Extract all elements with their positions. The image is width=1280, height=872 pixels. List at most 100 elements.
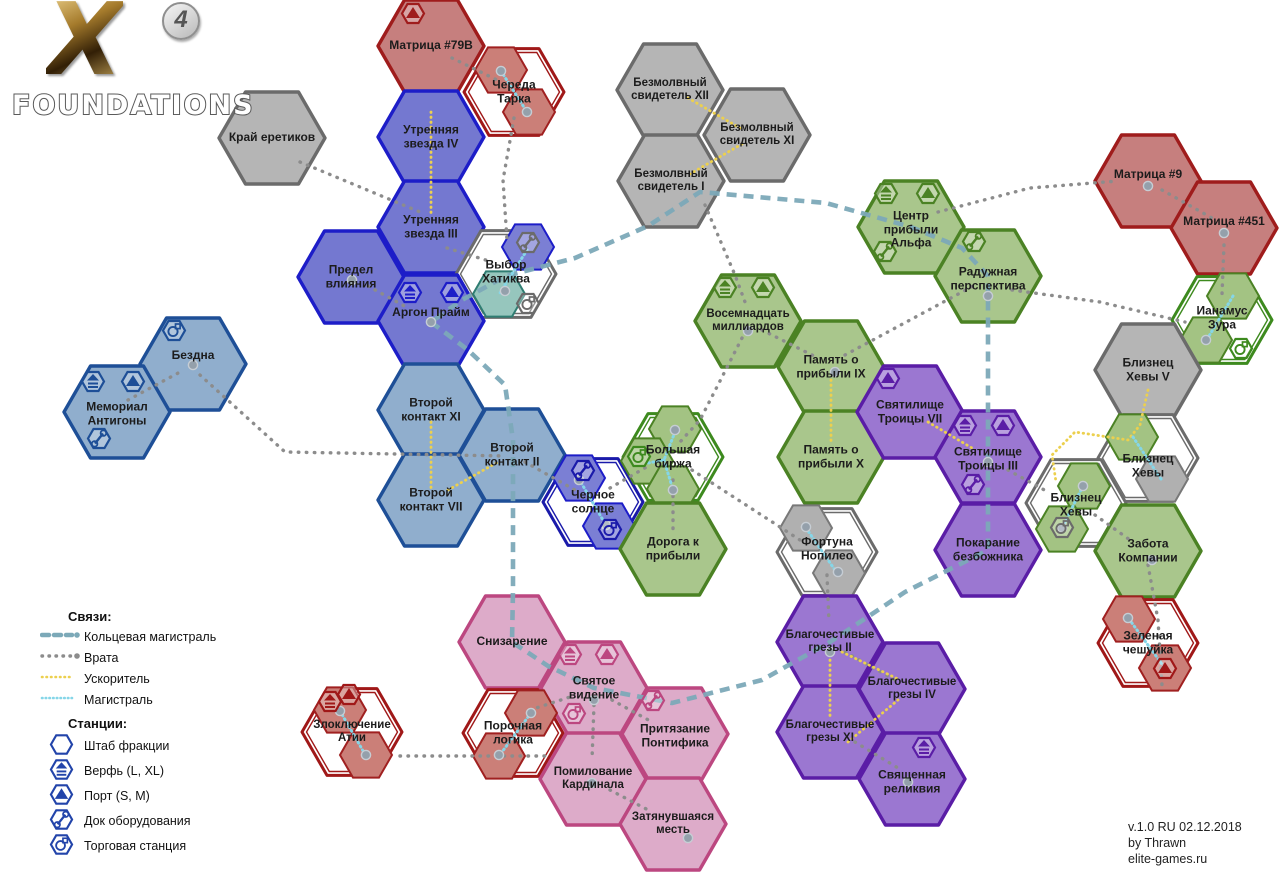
legend-link-gate: Врата [40,647,270,668]
gate-line [126,370,182,402]
sector-hex-blagochestivye-grezy-11 [775,684,885,780]
accelerator-line [846,698,900,744]
gate-node [982,456,994,468]
gate-line [1220,243,1226,297]
legend-station-hq: Штаб фракции [40,733,270,758]
gate-node [334,705,346,717]
gate-line-sample [40,650,82,665]
legend-link-accel: Ускоритель [40,668,270,689]
gate-line [610,698,654,724]
gate-node [495,65,507,77]
gate-line [298,160,422,214]
legend-links-header: Связи: [68,609,112,624]
hq-icon [40,732,82,760]
gate-line [523,460,577,492]
wharf-icon [40,782,82,810]
accelerator-line [446,460,500,492]
trade-icon [40,832,82,860]
sector-hex-snizarenie [457,594,567,690]
dock-icon [40,807,82,835]
map-credits: v.1.0 RU 02.12.2018 by Thrawn elite-game… [1128,820,1242,867]
legend-station-dock: Док оборудования [40,808,270,833]
logo-4-badge: 4 [162,2,200,40]
gate-node [902,776,914,788]
gate-node [667,484,679,496]
gate-node [573,474,585,486]
gate-line [450,56,499,82]
sector-hex-kray-eretikov [217,90,327,186]
gate-line [608,463,652,490]
legend-station-label: Порт (S, M) [84,788,150,803]
accelerator-line [926,420,974,450]
x4-logo: X 4 FOUNDATIONS [11,0,255,126]
gate-node [829,366,841,378]
gate-node [1056,522,1068,534]
shipyard-icon [40,757,82,785]
gate-line [678,336,744,444]
gate-node [800,521,812,533]
gate-line [936,179,1120,214]
gate-line [445,246,494,264]
gate-node [525,707,537,719]
sector-hex-doroga-k-pribyli [618,501,728,597]
gate-node [742,325,754,337]
logo-subtitle: FOUNDATIONS [11,89,255,122]
highway-line [1204,294,1235,343]
gate-line [366,284,410,310]
gate-line [528,695,572,712]
gate-node [521,106,533,118]
accelerator-line [688,142,744,176]
credits-author: by Thrawn [1128,835,1187,850]
gate-node [346,274,358,286]
accelerator-line [686,96,742,130]
gate-line [843,283,977,357]
legend-link-ring: Кольцевая магистраль [39,626,270,647]
legend-station-label: Верфь (L, XL) [84,763,165,778]
gate-line [1093,513,1132,542]
gate-node [682,832,694,844]
gate-node [1200,334,1212,346]
legend-link-label: Кольцевая магистраль [84,629,217,644]
gate-line [843,650,897,682]
gate-line [703,203,747,304]
highway-line [497,711,533,758]
legend-link-highway: Магистраль [40,689,270,710]
logo-x-glyph: X [46,0,123,90]
gate-line [825,573,831,624]
gate-node [832,566,844,578]
gate-node [600,519,612,531]
gate-node [1122,612,1134,624]
highway-line-sample [40,692,82,707]
gate-node [1218,227,1230,239]
gate-node [669,424,681,436]
legend-station-label: Штаб фракции [84,738,170,753]
legend-link-label: Ускоритель [84,671,150,686]
gate-line [501,116,516,242]
gate-node [588,694,600,706]
gate-node [1142,180,1154,192]
gate-node [360,749,372,761]
gate-line [690,468,802,542]
sector-hex-matrica-79b [376,0,486,94]
sector-hex-pokaranie-bezbozhnika [933,502,1043,598]
gate-node [1146,554,1158,566]
gate-line [1006,468,1050,494]
accelerator-line [1050,388,1150,484]
legend-station-shipyard: Верфь (L, XL) [40,758,270,783]
legend-station-trade: Торговая станция [40,833,270,858]
sector-hex-zabota-kompanii [1093,503,1203,599]
legend-station-wharf: Порт (S, M) [40,783,270,808]
legend-link-label: Врата [84,650,119,665]
sector-hex-bezmolvny-11 [702,87,812,183]
subsector-hex [471,270,527,318]
gate-node [1077,480,1089,492]
gate-line [590,703,596,762]
sector-hex-bezmolvny-1 [616,133,726,229]
accel-line-sample [40,671,82,686]
gate-line [760,328,820,360]
gate-node [499,285,511,297]
